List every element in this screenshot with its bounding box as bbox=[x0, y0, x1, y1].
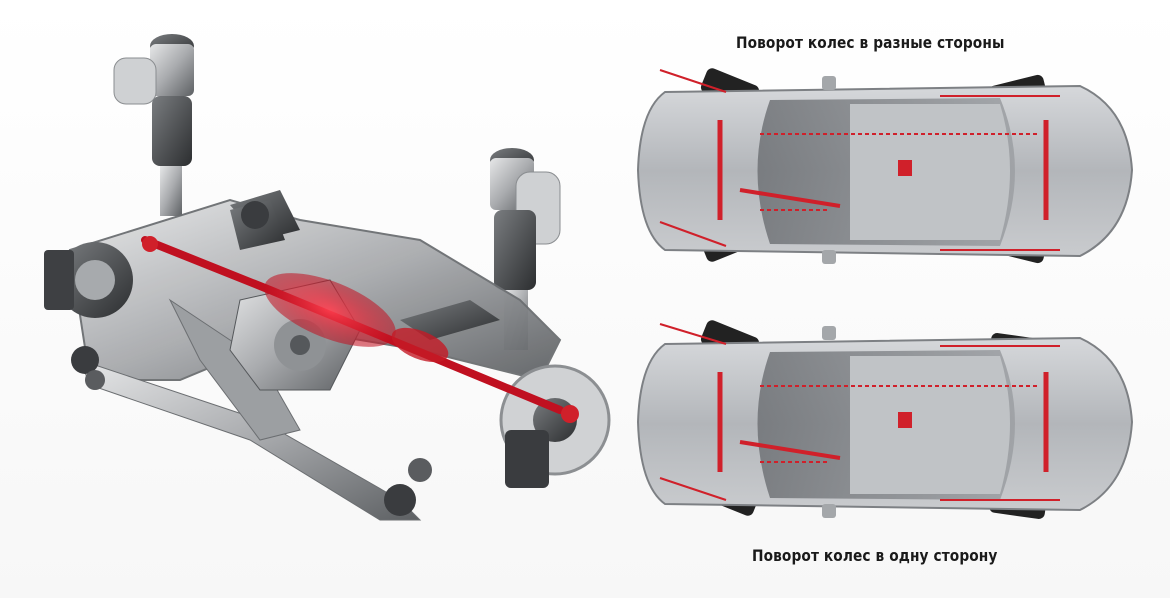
control-arms bbox=[71, 200, 500, 516]
left-wheel-hub bbox=[44, 242, 133, 318]
right-wheel-hub bbox=[499, 364, 611, 488]
control-unit-bottom bbox=[898, 412, 912, 428]
mirror-right bbox=[822, 504, 836, 518]
control-unit-top bbox=[898, 160, 912, 176]
steering-lines-top bbox=[659, 69, 1060, 251]
car-top-view-same bbox=[636, 320, 1134, 519]
car-top-view-opposite bbox=[636, 68, 1134, 264]
roof bbox=[850, 356, 1010, 494]
mirror-left bbox=[822, 76, 836, 90]
caption-same-direction: Поворот колес в одну сторону bbox=[752, 546, 998, 565]
caption-opposite-direction: Поворот колес в разные стороны bbox=[736, 33, 1005, 52]
roof bbox=[850, 104, 1010, 240]
mirror-left bbox=[822, 326, 836, 340]
mirror-right bbox=[822, 250, 836, 264]
left-air-spring bbox=[113, 34, 194, 216]
rear-steering-system bbox=[141, 236, 579, 423]
rear-axle-illustration bbox=[44, 34, 611, 521]
steering-lines-bottom bbox=[659, 323, 1060, 501]
